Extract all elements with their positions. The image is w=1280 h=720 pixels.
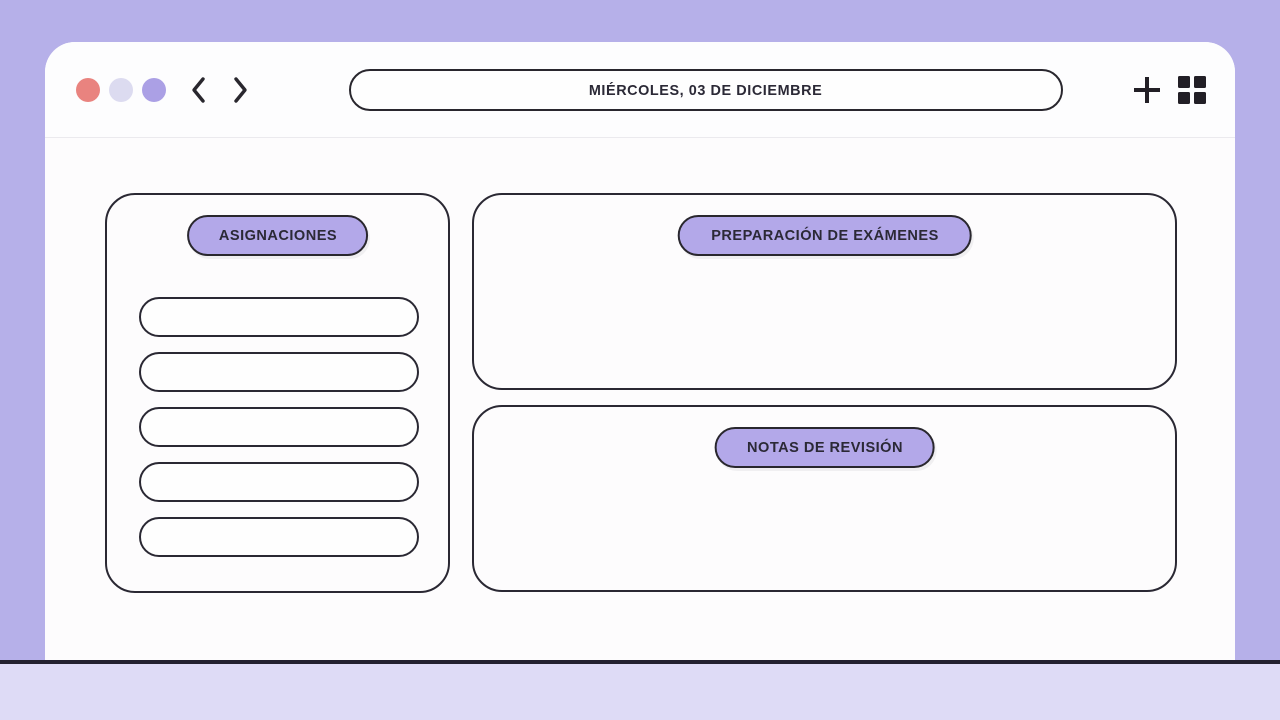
window-maximize-button[interactable] (142, 78, 166, 102)
revision-notes-panel-header: NOTAS DE REVISIÓN (714, 427, 935, 468)
address-bar-text: MIÉRCOLES, 03 DE DICIEMBRE (589, 81, 823, 99)
address-bar[interactable]: MIÉRCOLES, 03 DE DICIEMBRE (349, 69, 1063, 111)
browser-window: MIÉRCOLES, 03 DE DICIEMBRE ASIGNACIONES (45, 42, 1235, 661)
browser-chrome: MIÉRCOLES, 03 DE DICIEMBRE (45, 42, 1235, 138)
assignments-panel: ASIGNACIONES (105, 193, 450, 593)
exam-prep-panel-title: PREPARACIÓN DE EXÁMENES (710, 227, 939, 244)
exam-prep-panel: PREPARACIÓN DE EXÁMENES (472, 193, 1177, 390)
revision-notes-panel-title: NOTAS DE REVISIÓN (746, 439, 903, 456)
forward-chevron-icon[interactable] (228, 75, 252, 105)
bottom-strip (0, 664, 1280, 720)
assignment-row-slot[interactable] (139, 407, 419, 447)
traffic-lights (76, 78, 166, 102)
assignment-row-slot[interactable] (139, 517, 419, 557)
window-minimize-button[interactable] (109, 78, 133, 102)
assignments-rows (139, 297, 419, 557)
window-close-button[interactable] (76, 78, 100, 102)
chrome-actions (1130, 73, 1207, 107)
exam-prep-panel-header: PREPARACIÓN DE EXÁMENES (677, 215, 972, 256)
assignment-row-slot[interactable] (139, 462, 419, 502)
assignments-panel-header: ASIGNACIONES (186, 215, 369, 256)
nav-arrows (187, 75, 252, 105)
assignment-row-slot[interactable] (139, 297, 419, 337)
assignment-row-slot[interactable] (139, 352, 419, 392)
assignments-panel-title: ASIGNACIONES (218, 227, 337, 244)
plus-icon[interactable] (1130, 73, 1164, 107)
back-chevron-icon[interactable] (187, 75, 211, 105)
bottom-divider-line (0, 660, 1280, 664)
revision-notes-panel: NOTAS DE REVISIÓN (472, 405, 1177, 592)
apps-grid-icon[interactable] (1177, 75, 1207, 105)
